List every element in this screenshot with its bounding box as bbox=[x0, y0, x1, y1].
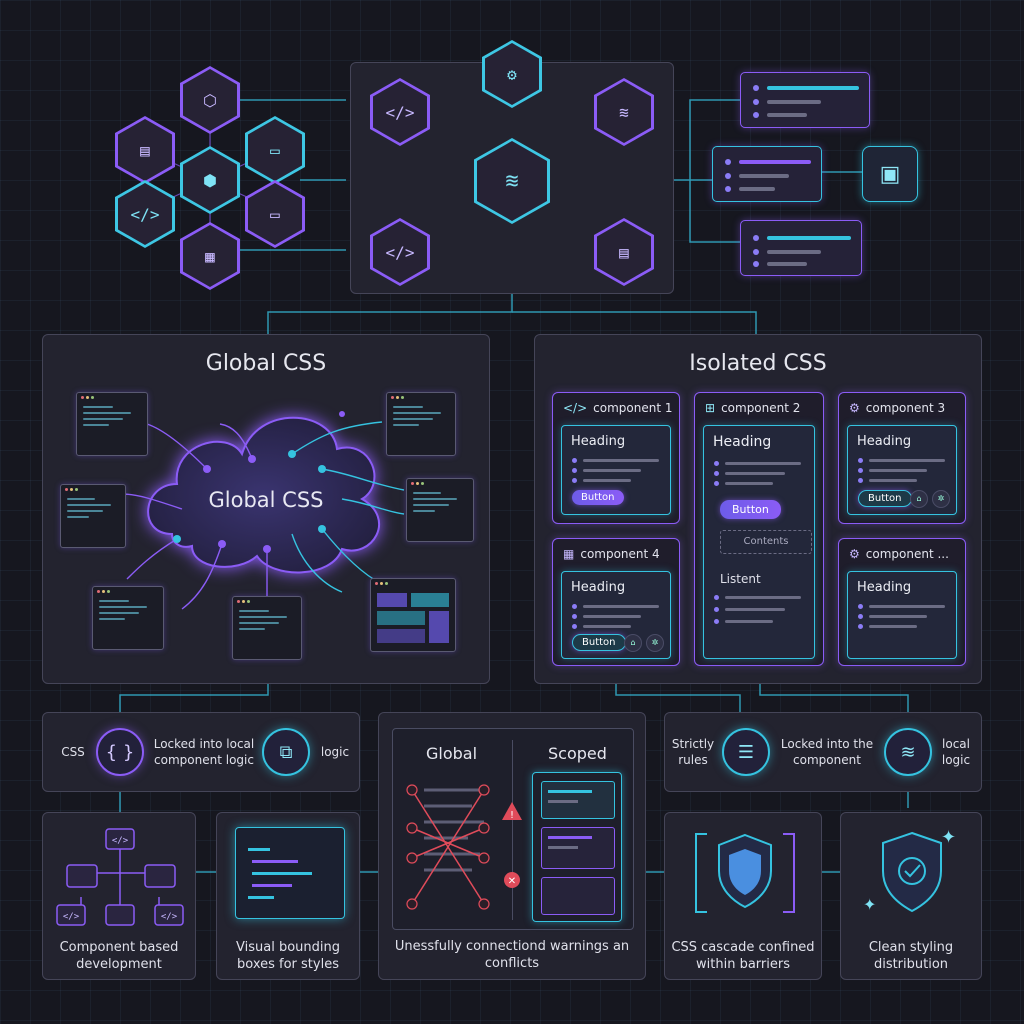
card-heading: Heading bbox=[713, 434, 772, 450]
component-3: ⚙ component 3 Heading Button ⌂ ✲ bbox=[838, 392, 966, 524]
sparkle-icon: ✦ bbox=[941, 827, 957, 848]
braces-icon: { } bbox=[96, 728, 144, 776]
code-window bbox=[386, 392, 456, 456]
cloud-label: Global CSS bbox=[208, 488, 324, 512]
layout-icon: ▦ bbox=[563, 547, 575, 561]
card-button[interactable]: Button bbox=[572, 634, 626, 651]
components-icon: ⧉ bbox=[262, 728, 310, 776]
scoped-heading: Scoped bbox=[548, 744, 607, 763]
clean-distribution-card: ✦ ✦ Clean styling distribution bbox=[840, 812, 982, 980]
component-1: </> component 1 Heading Button bbox=[552, 392, 680, 524]
sparkle-icon: ✲ bbox=[932, 490, 950, 508]
contents-box: Contents bbox=[720, 530, 812, 554]
bounding-box-window bbox=[235, 827, 345, 919]
conflict-diagram: ✕ ! bbox=[406, 784, 522, 910]
card-heading: Heading bbox=[571, 580, 626, 595]
sparkle-icon: ✦ bbox=[863, 895, 877, 914]
locked-local-label: Locked into local component logic bbox=[153, 737, 255, 767]
list-card-2 bbox=[712, 146, 822, 202]
component-2: ⊞ component 2 Heading Button Contents Lis… bbox=[694, 392, 824, 666]
locked-component-label: Locked into the component bbox=[780, 737, 874, 767]
tree-diagram: </> </> </> bbox=[56, 828, 184, 926]
visual-boxes-card: Visual bounding boxes for styles bbox=[216, 812, 360, 980]
cascade-caption: CSS cascade confined within barriers bbox=[671, 940, 815, 972]
component-label: component ... bbox=[865, 547, 949, 561]
list-card-3 bbox=[740, 220, 862, 276]
window-icon: ▤ bbox=[115, 116, 175, 184]
component-label: component 3 bbox=[865, 401, 946, 415]
listent-label: Listent bbox=[720, 572, 761, 586]
sparkle-icon: ✲ bbox=[646, 634, 664, 652]
layers-icon: ≋ bbox=[884, 728, 932, 776]
local-logic-label: local logic bbox=[941, 737, 971, 767]
gear-icon: ⚙ bbox=[849, 401, 860, 415]
strict-rules-label: Strictly rules bbox=[671, 737, 715, 767]
code-window bbox=[406, 478, 474, 542]
code-window bbox=[60, 484, 126, 548]
sliders-icon: ☰ bbox=[722, 728, 770, 776]
list-card-1 bbox=[740, 72, 870, 128]
svg-text:</>: </> bbox=[63, 912, 80, 922]
css-label: CSS bbox=[61, 745, 85, 759]
component-card: Heading Button ⌂ ✲ bbox=[847, 425, 957, 515]
component-dev-card: </> </> </> Component based development bbox=[42, 812, 196, 980]
card-button[interactable]: Button bbox=[858, 490, 912, 507]
component-5: ⚙ component ... Heading bbox=[838, 538, 966, 666]
document-icon: ▣ bbox=[862, 146, 918, 202]
component-card: Heading Button Contents Listent bbox=[703, 425, 815, 659]
component-4: ▦ component 4 Heading Button ⌂ ✲ bbox=[552, 538, 680, 666]
global-cloud-diagram bbox=[121, 411, 405, 610]
component-dev-caption: Component based development bbox=[59, 940, 179, 972]
svg-text:✕: ✕ bbox=[508, 876, 516, 887]
component-label: component 4 bbox=[580, 547, 660, 561]
left-bracket bbox=[695, 833, 707, 913]
layout-window bbox=[370, 578, 456, 652]
code-window bbox=[76, 392, 148, 456]
code-icon: </> bbox=[563, 401, 588, 415]
shield-icon bbox=[718, 833, 772, 909]
right-bracket bbox=[783, 833, 795, 913]
svg-text:</>: </> bbox=[112, 836, 129, 846]
scoped-stack bbox=[532, 772, 622, 922]
svg-text:!: ! bbox=[510, 810, 514, 821]
grid-icon: ⊞ bbox=[705, 401, 716, 415]
logic-label: logic bbox=[320, 745, 350, 759]
component-label: component 2 bbox=[721, 401, 801, 415]
shield-check-icon bbox=[882, 831, 942, 913]
cascade-card: CSS cascade confined within barriers bbox=[664, 812, 822, 980]
card-button[interactable]: Button bbox=[720, 500, 781, 519]
component-card: Heading Button bbox=[561, 425, 671, 515]
component-card: Heading bbox=[847, 571, 957, 659]
isolated-css-title: Isolated CSS bbox=[689, 351, 827, 376]
conflict-caption: Unessfully connectiond warnings an confl… bbox=[394, 939, 630, 971]
svg-text:</>: </> bbox=[161, 912, 178, 922]
code-window bbox=[92, 586, 164, 650]
code-window bbox=[232, 596, 302, 660]
tag-icon: ⌂ bbox=[624, 634, 642, 652]
global-css-title: Global CSS bbox=[205, 351, 327, 376]
cube-icon: ⬡ bbox=[180, 66, 240, 134]
tag-icon: ⌂ bbox=[910, 490, 928, 508]
card-heading: Heading bbox=[857, 434, 912, 449]
component-label: component 1 bbox=[593, 401, 673, 415]
card-heading: Heading bbox=[857, 580, 912, 595]
clean-caption: Clean styling distribution bbox=[868, 940, 954, 972]
visual-boxes-caption: Visual bounding boxes for styles bbox=[236, 940, 340, 972]
component-card: Heading Button ⌂ ✲ bbox=[561, 571, 671, 659]
gear-icon: ⚙ bbox=[849, 547, 860, 561]
card-button[interactable]: Button bbox=[572, 490, 624, 505]
card-heading: Heading bbox=[571, 434, 626, 449]
divider bbox=[512, 740, 513, 920]
global-heading: Global bbox=[426, 744, 478, 763]
